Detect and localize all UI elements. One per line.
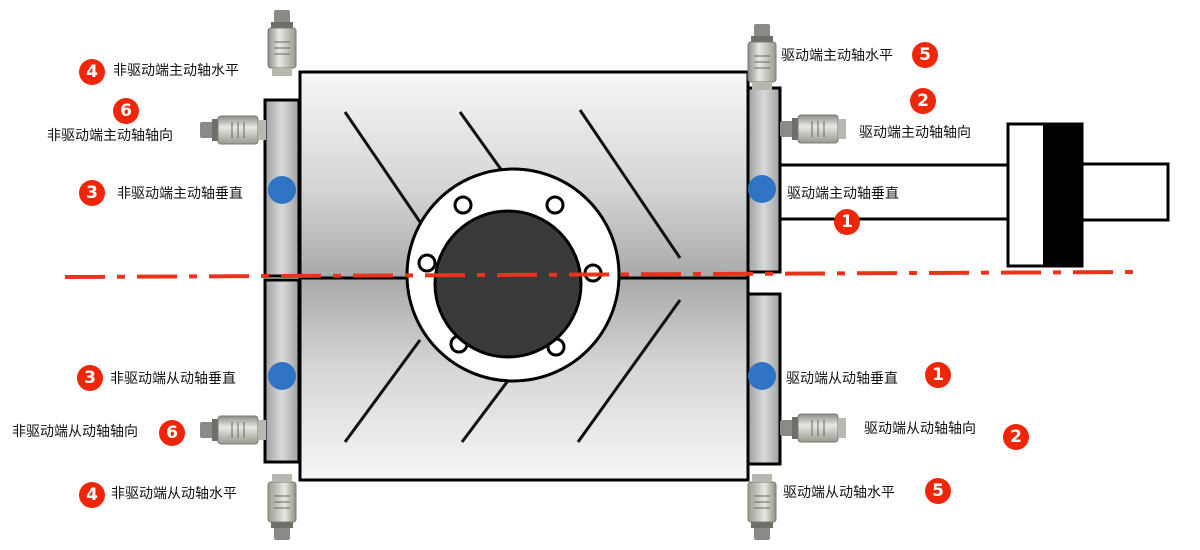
sensor-point-icon	[268, 175, 776, 390]
label-nd-sub-axial: 非驱动端从动轴轴向	[12, 424, 138, 440]
badge-3: 3	[77, 365, 103, 391]
badge-1: 1	[925, 362, 951, 388]
label-nd-sub-horizontal: 非驱动端从动轴水平	[111, 486, 237, 502]
label-d-main-horizontal: 驱动端主动轴水平	[781, 48, 893, 64]
badge-2: 2	[910, 88, 936, 114]
badge-6: 6	[159, 420, 185, 446]
label-d-sub-vertical: 驱动端从动轴垂直	[786, 371, 898, 387]
label-nd-main-horizontal: 非驱动端主动轴水平	[113, 63, 239, 79]
badge-1: 1	[834, 209, 860, 235]
badge-3: 3	[79, 180, 105, 206]
label-nd-sub-vertical: 非驱动端从动轴垂直	[110, 371, 236, 387]
badge-4: 4	[79, 59, 105, 85]
center-line	[64, 270, 1136, 279]
label-d-main-vertical: 驱动端主动轴垂直	[787, 186, 899, 202]
badge-2: 2	[1003, 424, 1029, 450]
rotor	[433, 209, 583, 359]
badge-5: 5	[925, 478, 951, 504]
badge-5: 5	[912, 42, 938, 68]
label-nd-main-vertical: 非驱动端主动轴垂直	[117, 186, 243, 202]
badge-6: 6	[113, 98, 139, 124]
shaft-extension	[1080, 162, 1170, 222]
drive-shaft	[778, 163, 1010, 221]
label-d-sub-horizontal: 驱动端从动轴水平	[783, 485, 895, 501]
label-d-sub-axial: 驱动端从动轴轴向	[864, 421, 976, 437]
gear-tooth-lines	[343, 109, 682, 443]
label-nd-main-axial: 非驱动端主动轴轴向	[47, 128, 173, 144]
label-d-main-axial: 驱动端主动轴轴向	[859, 125, 971, 141]
badge-4: 4	[79, 482, 105, 508]
coupling-dark-half	[1043, 124, 1082, 266]
